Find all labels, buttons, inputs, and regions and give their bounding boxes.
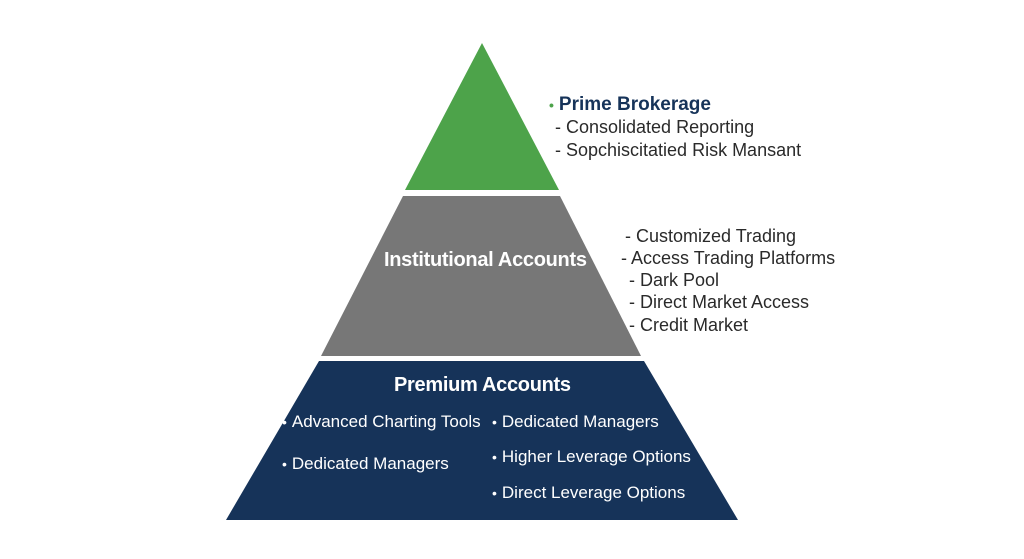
prime-brokerage-item: - Consolidated Reporting [555, 117, 755, 137]
pyramid-tier-prime-brokerage [405, 43, 559, 190]
institutional-item: - Dark Pool [629, 270, 720, 290]
pyramid-tier-institutional [321, 196, 641, 356]
premium-item-left: •Advanced Charting Tools [282, 413, 481, 430]
premium-accounts-title: Premium Accounts [394, 374, 571, 396]
prime-brokerage-heading-row: •Prime Brokerage [549, 95, 711, 114]
premium-item-right: •Direct Leverage Options [492, 484, 685, 501]
pyramid-tier-premium [226, 361, 738, 520]
premium-item-label: Higher Leverage Options [501, 447, 691, 466]
bullet-icon: • [492, 449, 497, 465]
institutional-item: - Direct Market Access [629, 292, 810, 312]
prime-brokerage-heading: Prime Brokerage [558, 94, 711, 115]
premium-item-right: •Higher Leverage Options [492, 448, 691, 465]
bullet-icon: • [492, 485, 497, 501]
premium-item-left: •Dedicated Managers [282, 455, 449, 472]
bullet-icon: • [282, 414, 287, 430]
bullet-icon: • [282, 456, 287, 472]
institutional-item: - Access Trading Platforms [621, 248, 836, 268]
institutional-accounts-title: Institutional Accounts [384, 249, 587, 271]
premium-item-right: •Dedicated Managers [492, 413, 659, 430]
green-bullet-icon: • [549, 97, 554, 113]
premium-item-label: Dedicated Managers [291, 454, 449, 473]
prime-brokerage-item: - Sopchiscitatied Risk Mansant [555, 140, 802, 160]
premium-item-label: Advanced Charting Tools [291, 412, 481, 431]
premium-item-label: Direct Leverage Options [501, 483, 686, 502]
institutional-item: - Customized Trading [625, 226, 797, 246]
bullet-icon: • [492, 414, 497, 430]
institutional-item: - Credit Market [629, 315, 749, 335]
premium-item-label: Dedicated Managers [501, 412, 659, 431]
